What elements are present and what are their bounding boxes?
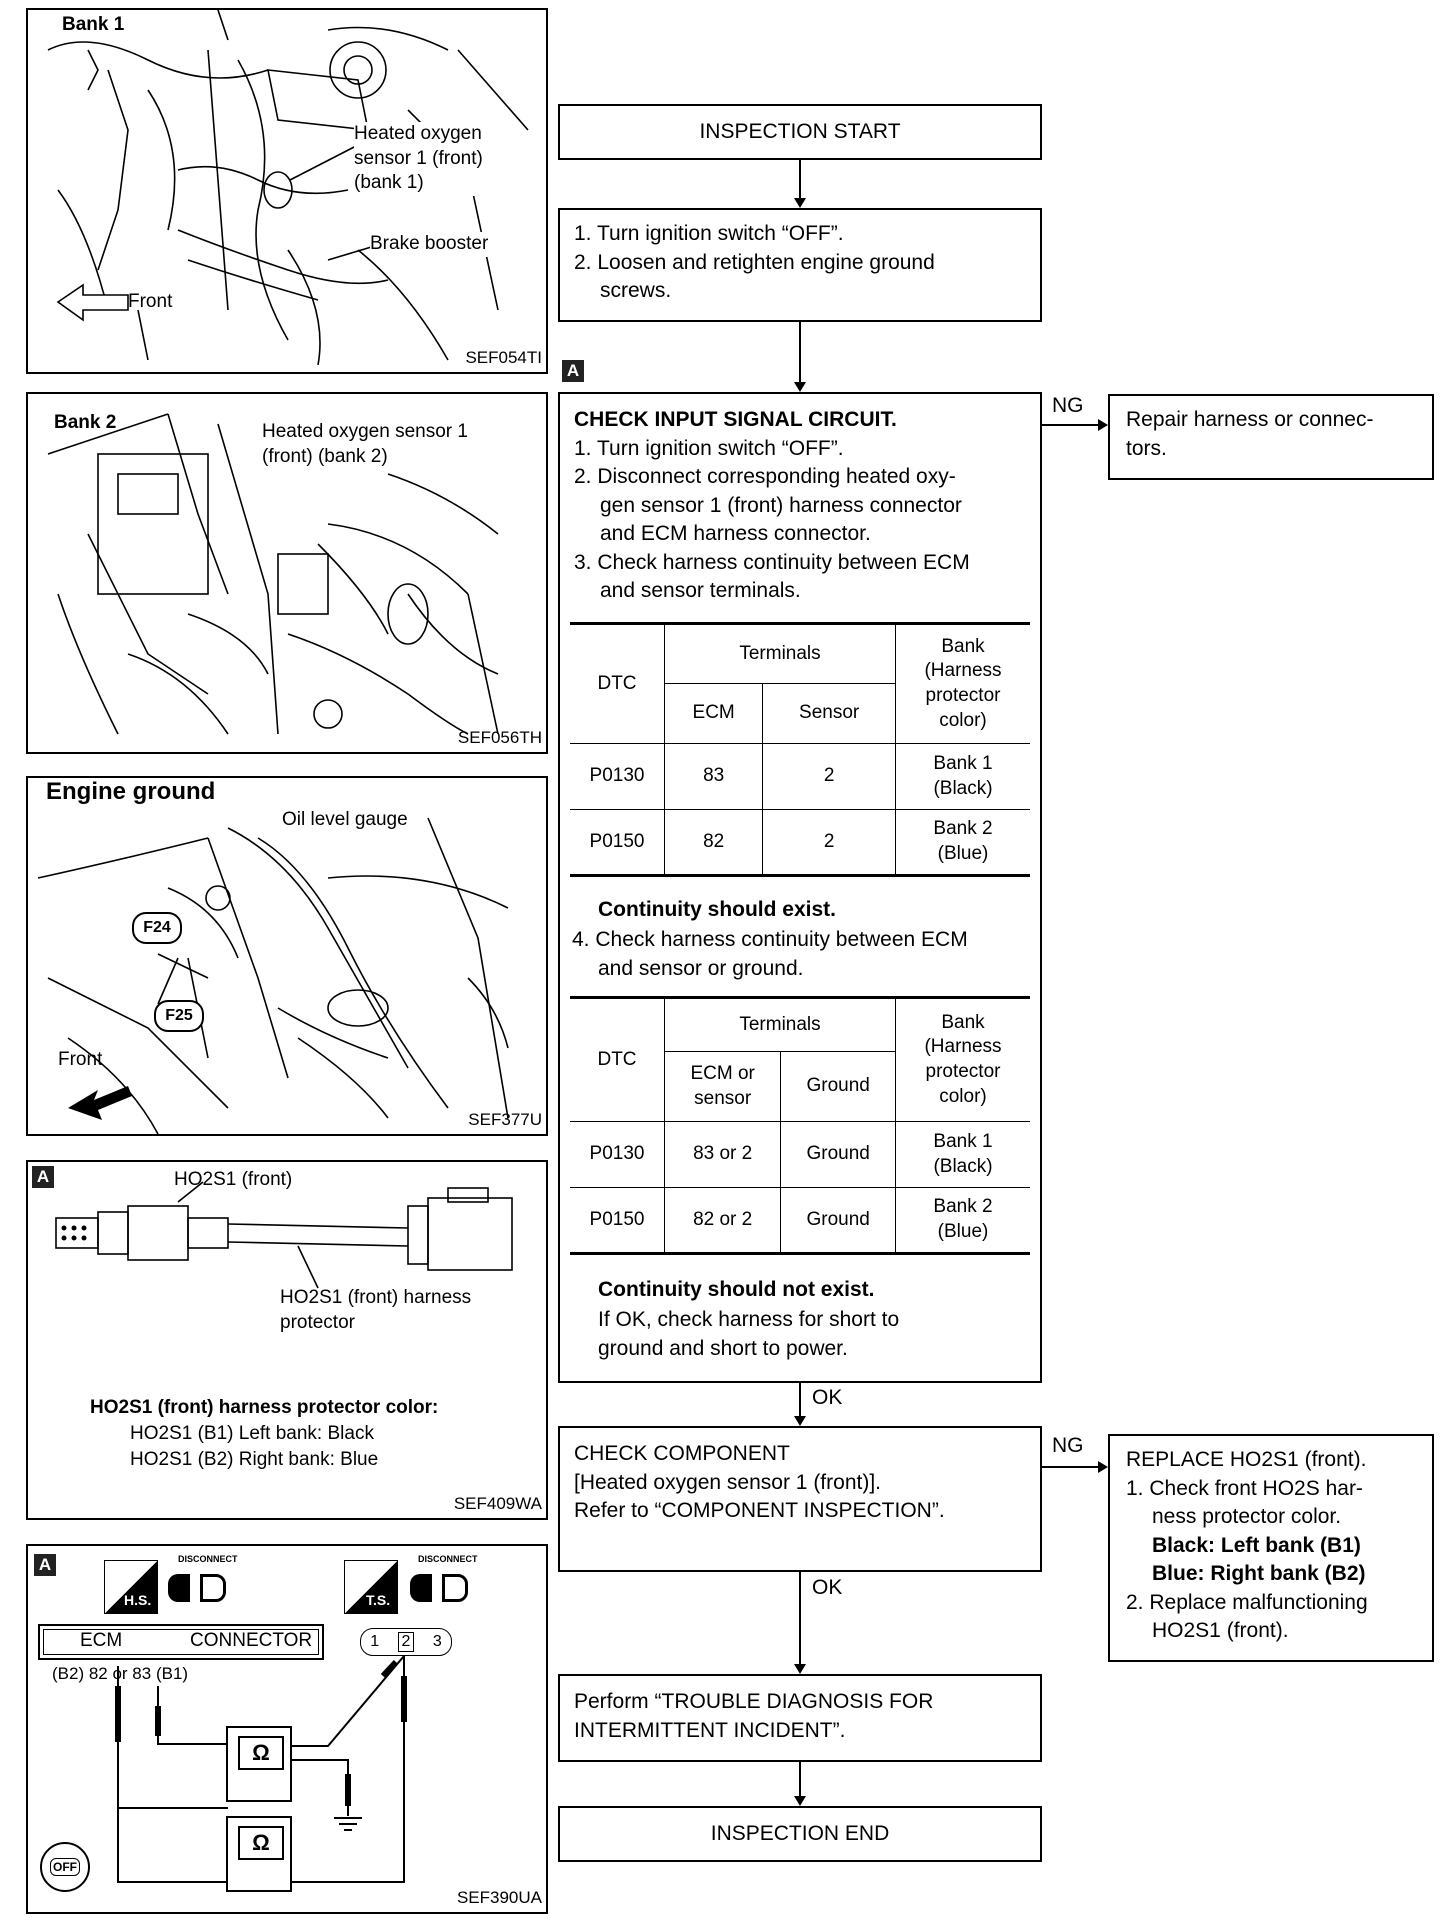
t2-terminals-header: Terminals — [664, 996, 896, 1052]
bank1-title: Bank 1 — [62, 14, 125, 35]
disconnect-connector-icon-1 — [168, 1570, 228, 1606]
check-step-3: 3. Check harness continuity between ECM — [574, 550, 970, 574]
bank2-code: SEF056TH — [457, 728, 542, 747]
hs-icon — [104, 1560, 158, 1614]
t1-ecm-header: ECM — [664, 683, 764, 744]
ohm-meter-2: Ω — [226, 1816, 292, 1892]
meter-wiring-drawing — [115, 1655, 407, 1883]
ignition-off-icon: OFF — [40, 1842, 90, 1892]
if-ok-text: If OK, check harness for short to ground… — [598, 1308, 900, 1360]
check-step-2: 2. Disconnect corresponding heated oxy- — [574, 465, 956, 489]
engine-ground-illustration: Engine ground Oil level gauge F24 F25 Fr… — [26, 776, 548, 1136]
bank1-illustration: Bank 1 Heated oxygen sensor 1 (front) (b… — [26, 8, 548, 374]
ohm-meter-1: Ω — [226, 1726, 292, 1802]
ok-label-1: OK — [812, 1386, 843, 1409]
t1-dtc-header: DTC — [570, 622, 665, 744]
repair-box: Repair harness or connec- tors. — [1108, 394, 1434, 480]
engine-ground-drawing — [37, 817, 509, 1134]
ng-label-1: NG — [1052, 394, 1084, 417]
perform-box: Perform “TROUBLE DIAGNOSIS FOR INTERMITT… — [558, 1674, 1042, 1762]
ho2s1-color-b1: HO2S1 (B1) Left bank: Black — [130, 1423, 374, 1444]
ho2s1-sensor-drawing — [55, 1181, 513, 1289]
ho2s1-color-title: HO2S1 (front) harness protector color: — [90, 1397, 439, 1418]
ho2s1-illustration: A HO2S1 (front) HO2S1 (front) harness pr… — [26, 1160, 548, 1520]
disconnect-connector-icon-2 — [410, 1570, 470, 1606]
replace-ho2s1-box: REPLACE HO2S1 (front). 1. Check front HO… — [1108, 1434, 1434, 1662]
continuity-not-exist-text: Continuity should not exist. — [598, 1278, 875, 1301]
off-label: OFF — [50, 1858, 80, 1876]
step1-line-3: screws. — [600, 279, 672, 303]
inspection-start-box: INSPECTION START — [558, 104, 1042, 160]
f24-label: F24 — [132, 912, 182, 944]
ecm-label: ECM — [80, 1630, 123, 1651]
pin-2: 2 — [397, 1632, 415, 1652]
connector-label: CONNECTOR — [190, 1630, 313, 1651]
check-step-3b: and sensor terminals. — [600, 579, 801, 603]
bank1-front-label: Front — [128, 291, 173, 312]
pin-1: 1 — [370, 1633, 380, 1650]
disconnect-label-1: DISCONNECT — [178, 1554, 238, 1564]
continuity-exist-text: Continuity should exist. — [598, 898, 837, 921]
inspection-end-box: INSPECTION END — [558, 1806, 1042, 1862]
ts-icon — [344, 1560, 398, 1614]
engine-ground-code: SEF377U — [468, 1110, 542, 1129]
bank2-title: Bank 2 — [54, 412, 117, 433]
panel-marker-a: A — [32, 1166, 54, 1188]
step4-text: 4. Check harness continuity between ECM … — [572, 928, 968, 980]
ho2s1-top-label: HO2S1 (front) — [174, 1169, 293, 1190]
t1-sensor-header: Sensor — [762, 683, 896, 744]
oil-level-gauge-label: Oil level gauge — [282, 808, 408, 833]
sensor-connector: 1 2 3 — [360, 1628, 452, 1656]
meter-check-illustration: A H.S. DISCONNECT T.S. DISCONNECT ECM CO… — [26, 1544, 548, 1914]
t2-ground-header: Ground — [780, 1051, 896, 1122]
meter-check-code: SEF390UA — [456, 1888, 542, 1907]
check-step-2b: gen sensor 1 (front) harness connector — [600, 493, 962, 517]
flow-marker-a: A — [562, 360, 584, 382]
ng-label-2: NG — [1052, 1434, 1084, 1457]
check-step-2c: and ECM harness connector. — [600, 522, 871, 546]
engine-ground-front-label: Front — [58, 1049, 103, 1070]
bank2-engine-drawing — [47, 413, 499, 735]
t1-terminals-header: Terminals — [664, 622, 896, 684]
ho2s1-harness-label: HO2S1 (front) harness protector — [280, 1287, 472, 1333]
ok-label-2: OK — [812, 1576, 843, 1599]
bank1-code: SEF054TI — [465, 348, 542, 367]
check-step-1: 1. Turn ignition switch “OFF”. — [574, 436, 844, 460]
ohm-symbol-1: Ω — [238, 1736, 284, 1770]
bank2-sensor-label: Heated oxygen sensor 1 (front) (bank 2) — [262, 420, 468, 470]
step1-box: 1. Turn ignition switch “OFF”. 2. Loosen… — [558, 208, 1042, 322]
bank2-illustration: Bank 2 Heated oxygen sensor 1 (front) (b… — [26, 392, 548, 754]
ho2s1-code: SEF409WA — [453, 1494, 542, 1513]
ecm-pins-label: (B2) 82 or 83 (B1) — [52, 1664, 189, 1683]
step1-line-2: 2. Loosen and retighten engine ground — [574, 250, 935, 274]
step1-line-1: 1. Turn ignition switch “OFF”. — [574, 222, 844, 245]
check-component-box: CHECK COMPONENT [Heated oxygen sensor 1 … — [558, 1426, 1042, 1572]
engine-ground-title: Engine ground — [46, 778, 216, 805]
f25-label: F25 — [154, 1000, 204, 1032]
ohm-symbol-2: Ω — [238, 1826, 284, 1860]
t2-dtc-header: DTC — [570, 996, 665, 1122]
bank1-engine-drawing — [47, 10, 529, 366]
pin-3: 3 — [432, 1633, 442, 1650]
ecm-connector — [38, 1624, 324, 1660]
ho2s1-color-b2: HO2S1 (B2) Right bank: Blue — [130, 1449, 379, 1470]
check-input-title: CHECK INPUT SIGNAL CIRCUIT. — [574, 408, 897, 431]
hs-label: H.S. — [124, 1592, 152, 1608]
panel-marker-a2: A — [34, 1554, 56, 1576]
disconnect-label-2: DISCONNECT — [418, 1554, 478, 1564]
bank1-brake-booster-label: Brake booster — [370, 232, 489, 257]
ts-label: T.S. — [366, 1592, 391, 1608]
bank1-sensor-label: Heated oxygen sensor 1 (front) (bank 1) — [354, 122, 483, 197]
